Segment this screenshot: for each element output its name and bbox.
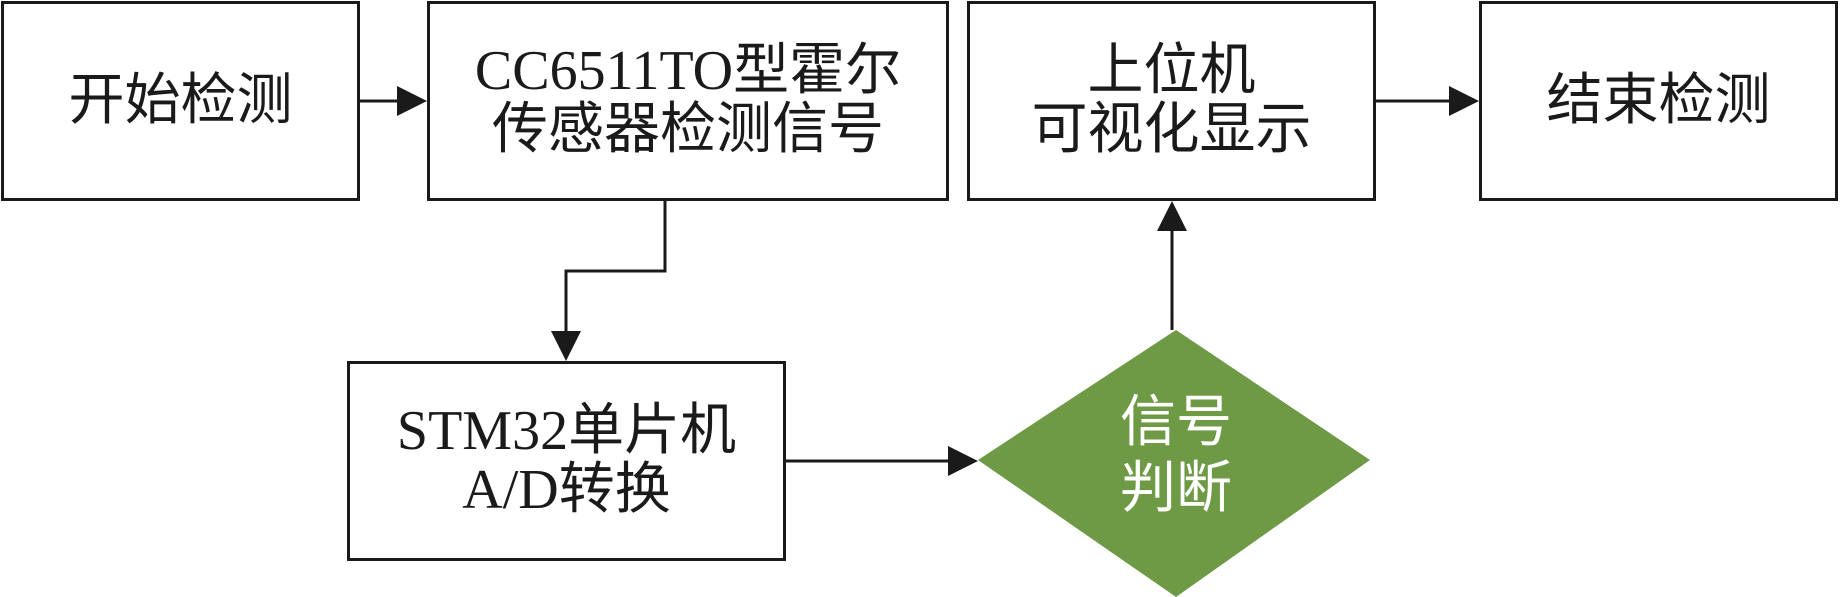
- decision-diamond: [978, 330, 1370, 597]
- start-detection-node: 开始检测: [1, 1, 360, 201]
- end-detection-node: 结束检测: [1479, 1, 1838, 201]
- hall-sensor-label-line1: CC6511TO型霍尔: [474, 40, 902, 103]
- hall-sensor-node: CC6511TO型霍尔 传感器检测信号: [427, 1, 949, 201]
- host-display-node: 上位机 可视化显示: [967, 1, 1376, 201]
- arrow-sensor-to-stm: [551, 201, 667, 361]
- stm32-adc-label-line2: A/D转换: [462, 459, 671, 521]
- start-detection-label: 开始检测: [68, 69, 293, 132]
- stm32-adc-label-line1: STM32单片机: [396, 400, 737, 463]
- host-display-label-line1: 上位机: [1087, 40, 1256, 103]
- signal-decision-label: 信号 判断: [976, 376, 1376, 536]
- arrow-host-to-end: [1376, 86, 1479, 116]
- hall-sensor-label-line2: 传感器检测信号: [492, 99, 884, 161]
- stm32-adc-node: STM32单片机 A/D转换: [347, 361, 786, 561]
- signal-decision-label-line2: 判断: [1120, 458, 1232, 520]
- arrow-start-to-sensor: [360, 86, 427, 116]
- arrow-stm-to-decision: [786, 446, 978, 476]
- signal-decision-label-line1: 信号: [1120, 391, 1232, 454]
- end-detection-label: 结束检测: [1546, 69, 1771, 132]
- host-display-label-line2: 可视化显示: [1031, 99, 1312, 161]
- arrow-decision-to-host: [1157, 201, 1187, 330]
